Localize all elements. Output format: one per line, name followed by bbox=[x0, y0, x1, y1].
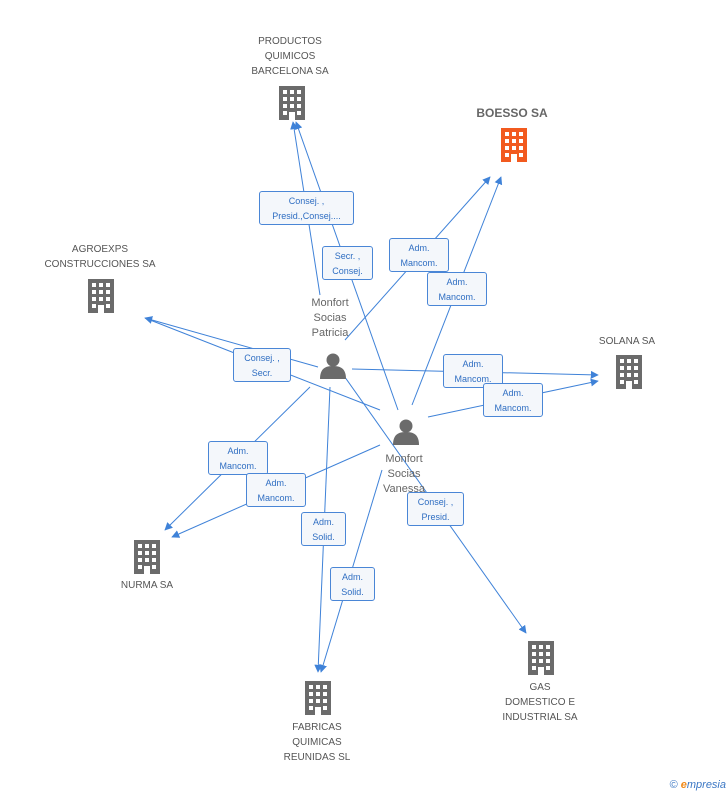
relation-box[interactable]: Adm.Mancom. bbox=[389, 238, 449, 272]
company-label-nurma[interactable]: NURMA SA bbox=[120, 580, 174, 591]
person-icon[interactable] bbox=[320, 353, 346, 380]
relation-box[interactable]: Adm.Solid. bbox=[330, 567, 375, 601]
relation-box[interactable]: Adm.Mancom. bbox=[443, 354, 503, 388]
brand-initial: e bbox=[680, 779, 687, 791]
relation-box[interactable]: Secr. ,Consej. bbox=[322, 246, 373, 280]
relation-box[interactable]: Consej. ,Secr. bbox=[233, 348, 291, 382]
relation-box[interactable]: Adm.Mancom. bbox=[246, 473, 306, 507]
company-label-boesso[interactable]: BOESSO SA bbox=[476, 106, 548, 120]
company-label-fabricas[interactable]: FABRICAS QUIMICAS REUNIDAS SL bbox=[283, 722, 351, 763]
building-icon[interactable] bbox=[88, 279, 114, 313]
relation-box[interactable]: Consej. ,Presid. bbox=[407, 492, 464, 526]
building-icon[interactable] bbox=[134, 540, 160, 574]
brand-name: mpresia bbox=[686, 779, 726, 791]
copyright-mark: © bbox=[669, 779, 678, 791]
relation-box[interactable]: Adm.Solid. bbox=[301, 512, 346, 546]
company-label-solana[interactable]: SOLANA SA bbox=[598, 336, 656, 347]
building-icon[interactable] bbox=[616, 355, 642, 389]
person-label-vanessa[interactable]: Monfort Socias Vanessa bbox=[383, 453, 425, 495]
company-label-agroexps[interactable]: AGROEXPS CONSTRUCCIONES SA bbox=[44, 244, 156, 270]
relation-box[interactable]: Adm.Mancom. bbox=[483, 383, 543, 417]
person-icon[interactable] bbox=[393, 419, 419, 446]
building-icon[interactable] bbox=[279, 86, 305, 120]
relation-box[interactable]: Consej. ,Presid.,Consej.... bbox=[259, 191, 354, 225]
relation-box[interactable]: Adm.Mancom. bbox=[427, 272, 487, 306]
person-label-patricia[interactable]: Monfort Socias Patricia bbox=[311, 297, 349, 339]
company-label-gas[interactable]: GAS DOMESTICO E INDUSTRIAL SA bbox=[502, 682, 578, 723]
building-icon-main[interactable] bbox=[501, 128, 527, 162]
footer-brand: © empresia bbox=[670, 779, 726, 791]
company-label-productos[interactable]: PRODUCTOS QUIMICOS BARCELONA SA bbox=[251, 36, 329, 77]
building-icon[interactable] bbox=[305, 681, 331, 715]
building-icon[interactable] bbox=[528, 641, 554, 675]
relation-box[interactable]: Adm.Mancom. bbox=[208, 441, 268, 475]
